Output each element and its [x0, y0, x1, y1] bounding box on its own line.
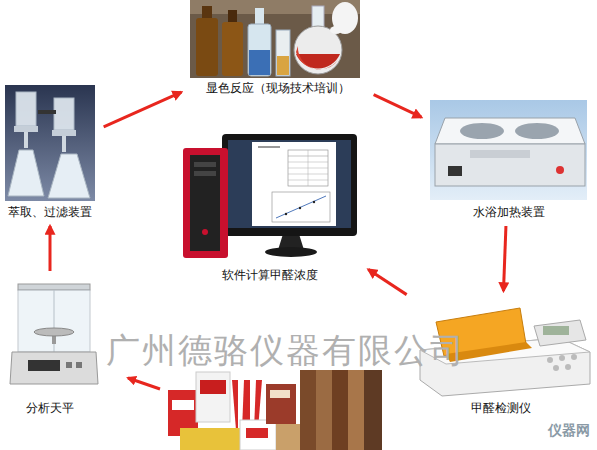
process-step: 显色反应（现场技术培训） [185, 0, 370, 98]
flow-arrow [104, 92, 182, 127]
flow-arrow [128, 378, 160, 389]
water-bath-photo [430, 100, 587, 200]
balance-picture [10, 284, 98, 384]
flow-arrow [368, 269, 406, 294]
step-caption: 显色反应（现场技术培训） [204, 81, 352, 98]
process-step: 软件计算甲醛浓度 [175, 125, 365, 285]
process-step: 分析天平 [0, 275, 100, 418]
samples-picture [168, 370, 382, 450]
step-caption: 甲醛检测仪 [469, 401, 533, 418]
flow-arrow [503, 226, 505, 291]
watermark: 广州德骆仪器有限公司 [106, 328, 466, 374]
process-step: 水浴加热装置 [425, 95, 592, 222]
flow-arrow [49, 226, 52, 271]
computer-picture [183, 134, 357, 258]
step-caption: 萃取、过滤装置 [6, 205, 94, 222]
step-caption: 分析天平 [24, 401, 76, 418]
process-step: 萃取、过滤装置 [0, 80, 100, 222]
chemistry-photo [190, 0, 360, 78]
flow-arrow [374, 95, 422, 118]
filtration-photo [5, 85, 95, 201]
step-caption: 软件计算甲醛浓度 [220, 268, 320, 285]
step-caption: 水浴加热装置 [471, 205, 547, 222]
watermark: 仪器网 [548, 422, 590, 440]
